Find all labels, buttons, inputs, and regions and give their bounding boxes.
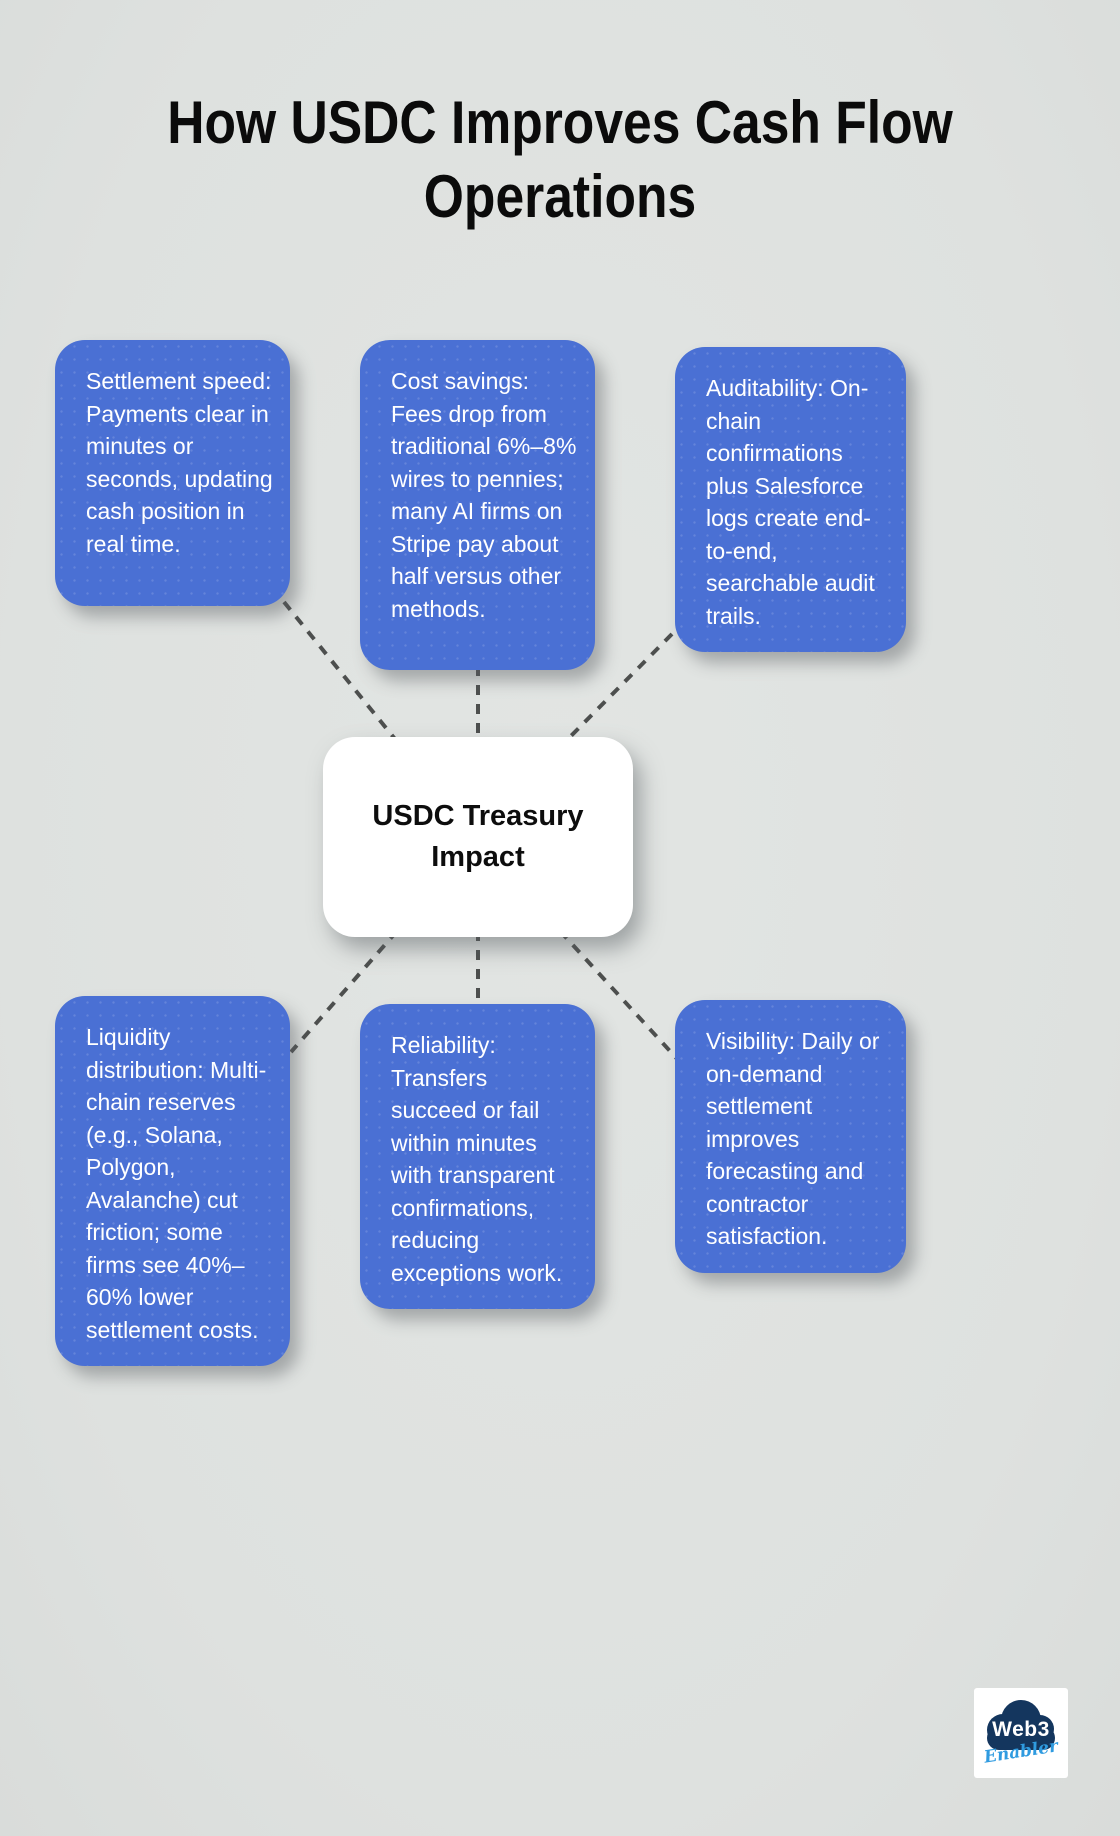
node-cost-savings-text: Cost savings: Fees drop from traditional… [391, 368, 577, 622]
node-reliability: Reliability: Transfers succeed or fail w… [360, 1004, 595, 1309]
node-settlement-speed-text: Settlement speed: Payments clear in minu… [86, 368, 273, 557]
brand-logo: Web3 Enabler [974, 1688, 1068, 1778]
node-cost-savings: Cost savings: Fees drop from traditional… [360, 340, 595, 670]
node-visibility-text: Visibility: Daily or on-demand settlemen… [706, 1028, 880, 1249]
node-liquidity-distribution: Liquidity distribution: Multi-chain rese… [55, 996, 290, 1366]
connector-line-auditability [561, 632, 674, 746]
logo-word-web3: Web3 [992, 1718, 1050, 1741]
node-settlement-speed: Settlement speed: Payments clear in minu… [55, 340, 290, 606]
node-liquidity-distribution-text: Liquidity distribution: Multi-chain rese… [86, 1024, 267, 1343]
cloud-icon [987, 1700, 1055, 1750]
page-title: How USDC Improves Cash Flow Operations [167, 89, 953, 231]
center-node: USDC Treasury Impact [323, 737, 633, 937]
node-auditability-text: Auditability: On-chain confirmations plu… [706, 375, 875, 629]
node-reliability-text: Reliability: Transfers succeed or fail w… [391, 1032, 563, 1286]
node-auditability: Auditability: On-chain confirmations plu… [675, 347, 906, 652]
node-visibility: Visibility: Daily or on-demand settlemen… [675, 1000, 906, 1273]
connector-line-liquidity [289, 929, 399, 1054]
center-node-label: USDC Treasury Impact [372, 800, 584, 873]
connector-line-settlement [282, 600, 401, 746]
